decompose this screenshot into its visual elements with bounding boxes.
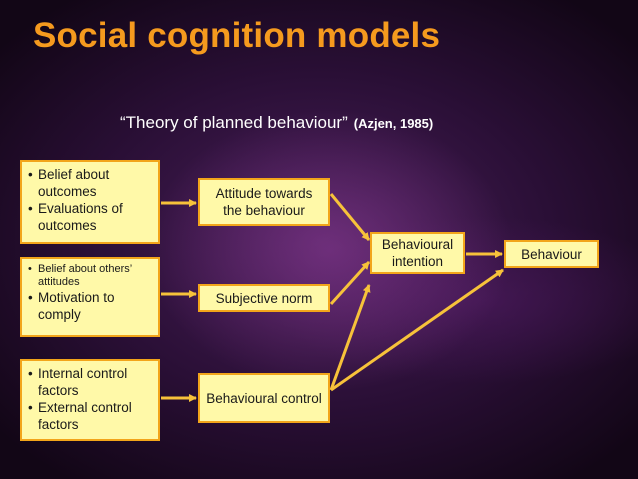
slide-subtitle: “Theory of planned behaviour” (Azjen, 198… [120,113,433,133]
subtitle-text: “Theory of planned behaviour” [120,113,348,132]
behaviour-box: Behaviour [504,240,599,268]
bullet-motivation-to-comply: Motivation to comply [28,289,152,323]
bullet-belief-about-outcomes: Belief about outcomes [28,166,152,200]
construct-behavioural-control: Behavioural control [198,373,330,423]
bullet-evaluations-of-outcomes: Evaluations of outcomes [28,200,152,234]
arrow-control-to-intention [329,284,371,391]
arrow-control-to-behaviour [330,268,504,392]
construct-attitude: Attitude towards the behaviour [198,178,330,226]
slide-title: Social cognition models [33,16,441,55]
bullet-belief-about-others-attitudes: Belief about others’ attitudes [28,263,152,289]
arrow-attitude-to-intention [329,193,371,241]
bullet-external-control-factors: External control factors [28,399,152,433]
input-box-normative-factors: Belief about others’ attitudes Motivatio… [20,257,160,337]
construct-subjective-norm: Subjective norm [198,284,330,312]
input-box-attitude-factors: Belief about outcomes Evaluations of out… [20,160,160,244]
behavioural-intention-box: Behavioural intention [370,232,465,274]
bullet-internal-control-factors: Internal control factors [28,365,152,399]
input-box-control-factors: Internal control factors External contro… [20,359,160,441]
arrow-norm-to-intention [329,260,371,306]
subtitle-citation: (Azjen, 1985) [353,116,434,131]
